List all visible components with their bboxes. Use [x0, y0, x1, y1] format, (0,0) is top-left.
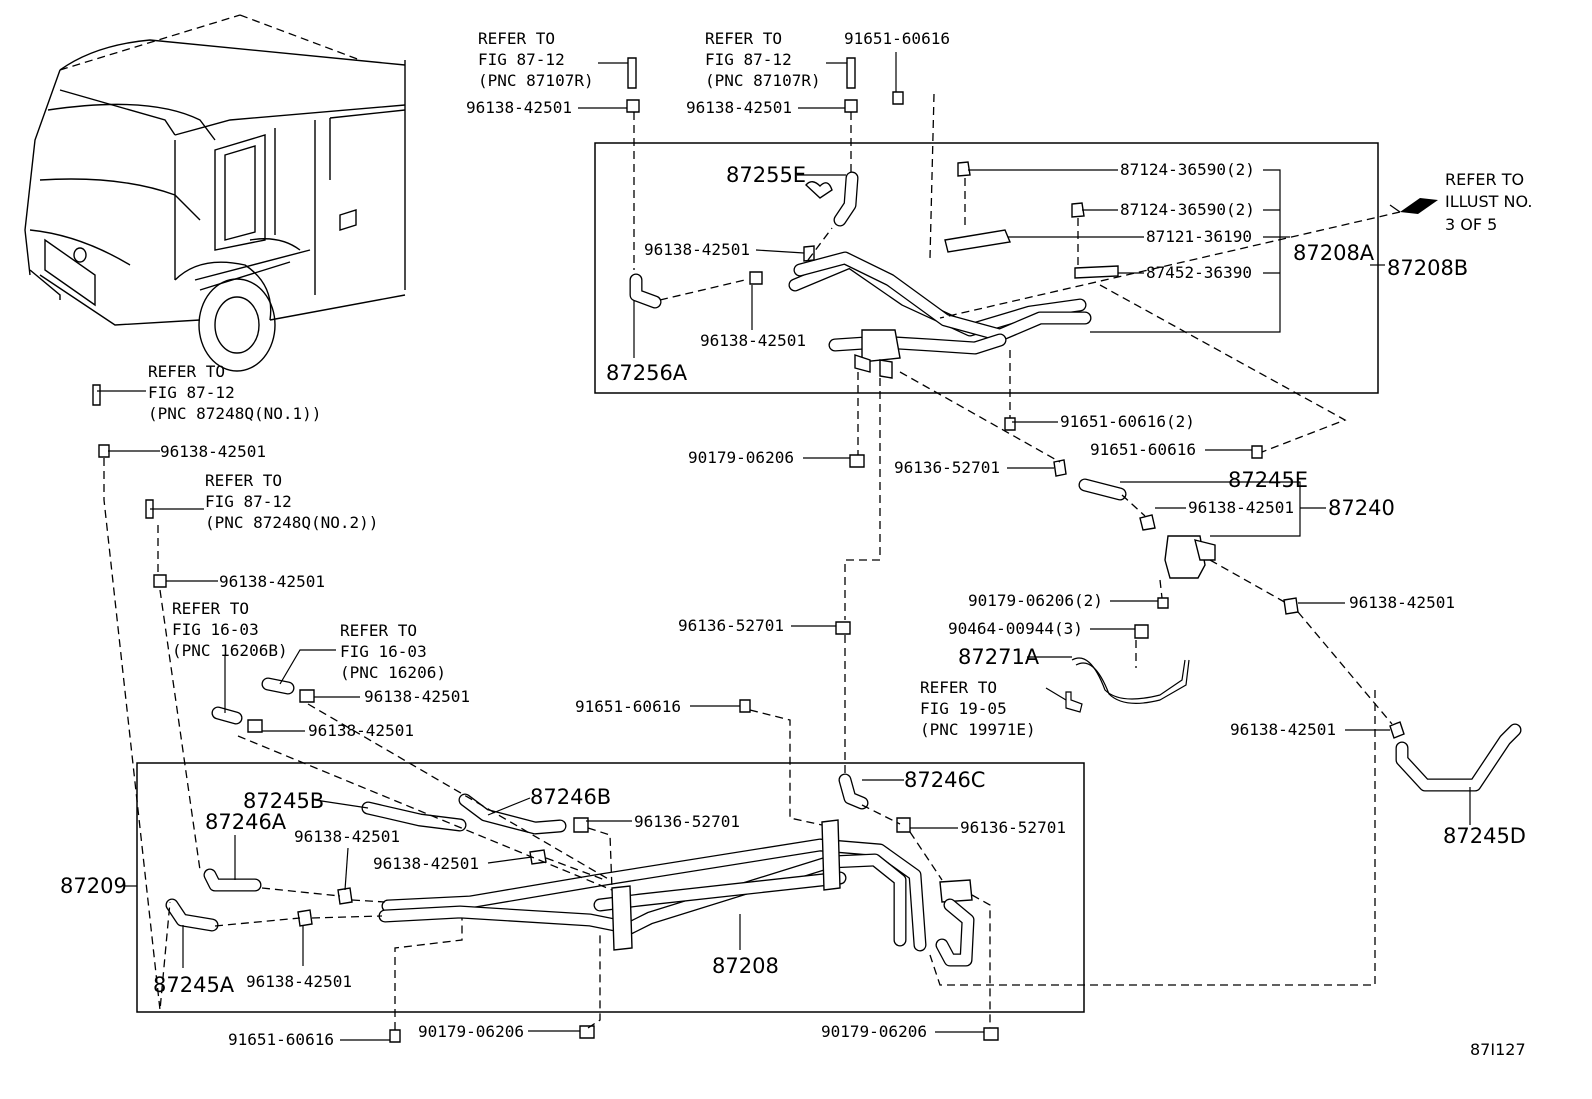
part-label[interactable]: 87245D — [1443, 824, 1526, 848]
note-line: 3 OF 5 — [1445, 215, 1497, 234]
note-refer-fig-16-03-b: REFER TO FIG 16-03 (PNC 16206) — [340, 621, 446, 682]
note-line: (PNC 87248Q(NO.1)) — [148, 404, 321, 423]
part-label[interactable]: 87271A — [958, 645, 1040, 669]
note-line: FIG 87-12 — [205, 492, 292, 511]
note-line: REFER TO — [1445, 170, 1524, 189]
upper-pipe-assembly — [629, 161, 1119, 379]
part-label[interactable]: 87246B — [530, 785, 611, 809]
part-label[interactable]: 87240 — [1328, 496, 1395, 520]
part-label[interactable]: 87245A — [153, 973, 235, 997]
part-label[interactable]: 96136-52701 — [960, 818, 1066, 837]
note-line: REFER TO — [340, 621, 417, 640]
part-label[interactable]: 91651-60616(2) — [1060, 412, 1195, 431]
part-label[interactable]: 87121-36190 — [1146, 227, 1252, 246]
part-label[interactable]: 87256A — [606, 361, 688, 385]
lower-assembly-box — [136, 762, 1085, 1013]
part-label[interactable]: 96136-52701 — [678, 616, 784, 635]
part-label[interactable]: 90179-06206 — [688, 448, 794, 467]
figure-id: 87I127 — [1470, 1040, 1526, 1059]
note-line: FIG 16-03 — [340, 642, 427, 661]
part-label[interactable]: 87124-36590(2) — [1120, 200, 1255, 219]
note-line: REFER TO — [478, 29, 555, 48]
note-line: (PNC 87107R) — [478, 71, 594, 90]
note-line: (PNC 16206B) — [172, 641, 288, 660]
part-label[interactable]: 96138-42501 — [1349, 593, 1455, 612]
part-labels: 96138-42501 96138-42501 91651-60616 8725… — [60, 29, 1526, 1049]
part-label[interactable]: 96138-42501 — [364, 687, 470, 706]
part-label[interactable]: 91651-60616 — [575, 697, 681, 716]
part-label[interactable]: 90179-06206 — [418, 1022, 524, 1041]
part-label[interactable]: 96138-42501 — [373, 854, 479, 873]
part-label[interactable]: 96138-42501 — [466, 98, 572, 117]
part-label[interactable]: 90464-00944(3) — [948, 619, 1083, 638]
part-label[interactable]: 96136-52701 — [894, 458, 1000, 477]
part-label[interactable]: 90179-06206 — [821, 1022, 927, 1041]
upper-assembly-box — [594, 142, 1379, 394]
note-refer-fig-16-03-a: REFER TO FIG 16-03 (PNC 16206B) — [172, 599, 288, 660]
part-label[interactable]: 91651-60616 — [228, 1030, 334, 1049]
note-line: REFER TO — [172, 599, 249, 618]
leader-lines — [97, 52, 1471, 1041]
note-line: FIG 16-03 — [172, 620, 259, 639]
note-line: (PNC 87107R) — [705, 71, 821, 90]
part-label[interactable]: 87246A — [205, 810, 287, 834]
lower-pipe-assembly — [92, 57, 1263, 1043]
note-line: ILLUST NO. — [1445, 192, 1532, 211]
part-label[interactable]: 96138-42501 — [686, 98, 792, 117]
note-line: FIG 87-12 — [478, 50, 565, 69]
note-line: (PNC 16206) — [340, 663, 446, 682]
part-label[interactable]: 96136-52701 — [634, 812, 740, 831]
dashed-connectors — [103, 93, 1401, 1030]
note-line: REFER TO — [148, 362, 225, 381]
note-line: (PNC 87248Q(NO.2)) — [205, 513, 378, 532]
note-line: REFER TO — [205, 471, 282, 490]
valve-assembly — [1053, 459, 1522, 792]
part-label[interactable]: 87255E — [726, 163, 806, 187]
part-label[interactable]: 91651-60616 — [1090, 440, 1196, 459]
part-label[interactable]: 87124-36590(2) — [1120, 160, 1255, 179]
part-label[interactable]: 96138-42501 — [160, 442, 266, 461]
part-label[interactable]: 96138-42501 — [308, 721, 414, 740]
part-label[interactable]: 96138-42501 — [219, 572, 325, 591]
part-label[interactable]: 87246C — [904, 768, 985, 792]
note-refer-fig-87-12-b: REFER TO FIG 87-12 (PNC 87107R) — [705, 29, 821, 90]
part-label[interactable]: 96138-42501 — [1188, 498, 1294, 517]
note-line: FIG 87-12 — [148, 383, 235, 402]
note-refer-fig-87-12-d: REFER TO FIG 87-12 (PNC 87248Q(NO.2)) — [205, 471, 378, 532]
part-label[interactable]: 96138-42501 — [246, 972, 352, 991]
part-label[interactable]: 87209 — [60, 874, 127, 898]
part-label[interactable]: 87245B — [243, 789, 324, 813]
note-line: REFER TO — [705, 29, 782, 48]
part-label[interactable]: 96138-42501 — [644, 240, 750, 259]
part-label[interactable]: 87208A — [1293, 241, 1375, 265]
note-line: REFER TO — [920, 678, 997, 697]
part-label[interactable]: 87208B — [1387, 256, 1468, 280]
part-label[interactable]: 90179-06206(2) — [968, 591, 1103, 610]
part-label[interactable]: 96138-42501 — [294, 827, 400, 846]
note-line: FIG 87-12 — [705, 50, 792, 69]
note-line: (PNC 19971E) — [920, 720, 1036, 739]
note-refer-fig-87-12-a: REFER TO FIG 87-12 (PNC 87107R) — [478, 29, 594, 90]
part-label[interactable]: 87208 — [712, 954, 779, 978]
note-refer-illust-3-of-5: REFER TO ILLUST NO. 3 OF 5 — [1445, 170, 1532, 234]
note-refer-fig-87-12-c: REFER TO FIG 87-12 (PNC 87248Q(NO.1)) — [148, 362, 321, 423]
part-label[interactable]: 96138-42501 — [700, 331, 806, 350]
note-line: FIG 19-05 — [920, 699, 1007, 718]
part-label[interactable]: 87452-36390 — [1146, 263, 1252, 282]
part-label[interactable]: 91651-60616 — [844, 29, 950, 48]
vehicle-illustration — [24, 14, 406, 372]
note-refer-fig-19-05: REFER TO FIG 19-05 (PNC 19971E) — [920, 678, 1036, 739]
part-label[interactable]: 87245E — [1228, 468, 1308, 492]
part-label[interactable]: 96138-42501 — [1230, 720, 1336, 739]
